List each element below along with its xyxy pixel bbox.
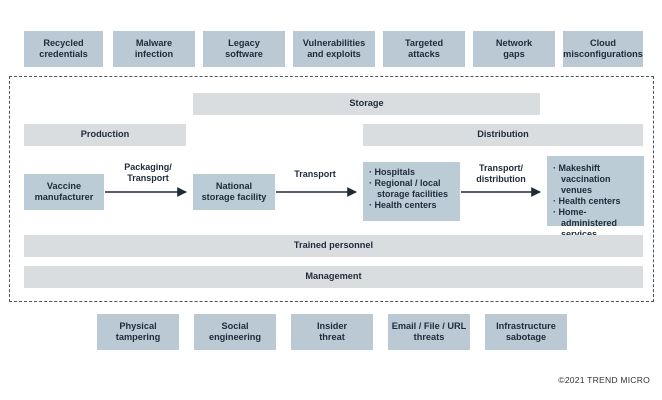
threat-email-file-url: Email / File / URL threats <box>388 314 470 350</box>
threat-social-engineering: Social engineering <box>194 314 276 350</box>
threat-cloud-misconfigurations: Cloud misconfigurations <box>563 31 643 67</box>
supply-chain-frame <box>9 76 654 302</box>
label-transport: Transport <box>294 169 336 179</box>
label-transport-distribution: Transport/ distribution <box>476 163 526 185</box>
band-trained-personnel: Trained personnel <box>24 235 643 257</box>
node-venues-list: Makeshift vaccination venues Health cent… <box>547 156 644 239</box>
stage-storage: Storage <box>193 93 540 115</box>
band-management: Management <box>24 266 643 288</box>
threat-network-gaps: Network gaps <box>473 31 555 67</box>
node-national-storage-facility: National storage facility <box>193 174 275 210</box>
list-item-makeshift-venues: Makeshift vaccination venues <box>553 163 640 196</box>
threat-recycled-credentials: Recycled credentials <box>24 31 103 67</box>
list-item-home-administered: Home-administered services <box>553 207 640 240</box>
label-packaging-transport: Packaging/ Transport <box>124 162 172 184</box>
threat-physical-tampering: Physical tampering <box>97 314 179 350</box>
copyright-notice: ©2021 TREND MICRO <box>558 375 650 385</box>
threat-vulnerabilities-exploits: Vulnerabilities and exploits <box>293 31 375 67</box>
stage-production: Production <box>24 124 186 146</box>
threat-targeted-attacks: Targeted attacks <box>383 31 465 67</box>
threat-legacy-software: Legacy software <box>203 31 285 67</box>
list-item-health-centers: Health centers <box>369 200 456 211</box>
threat-insider-threat: Insider threat <box>291 314 373 350</box>
list-item-regional-storage: Regional / local storage facilities <box>369 178 456 200</box>
list-item-hospitals: Hospitals <box>369 167 456 178</box>
threat-infrastructure-sabotage: Infrastructure sabotage <box>485 314 567 350</box>
node-facilities-list: Hospitals Regional / local storage facil… <box>363 162 460 221</box>
threat-malware-infection: Malware infection <box>113 31 195 67</box>
stage-distribution: Distribution <box>363 124 643 146</box>
node-vaccine-manufacturer: Vaccine manufacturer <box>24 174 104 210</box>
list-item-health-centers-2: Health centers <box>553 196 640 207</box>
